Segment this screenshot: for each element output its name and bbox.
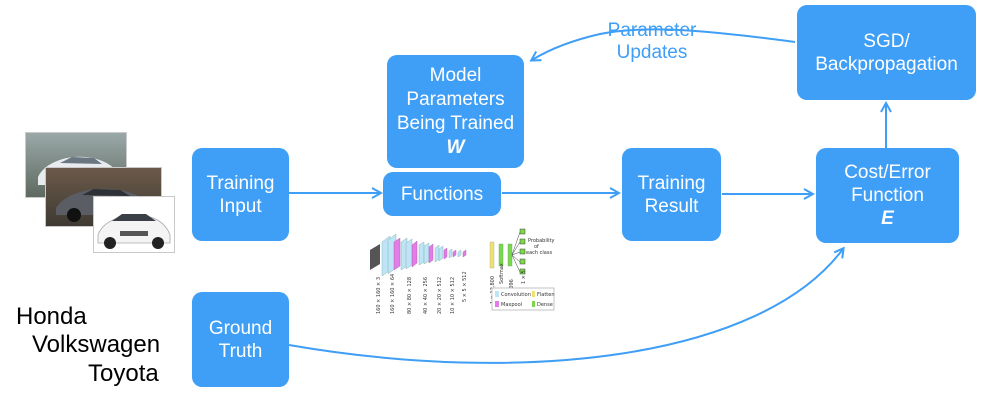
sgd-backprop-box: SGD/ Backpropagation bbox=[797, 5, 976, 100]
ground-truth-line-2: Truth bbox=[218, 340, 263, 362]
cnn-dim-label-2: 160 × 160 × 64 bbox=[390, 274, 396, 314]
cnn-input-image bbox=[370, 244, 380, 270]
cnn-output-nodes bbox=[511, 228, 526, 275]
cnn-output-label-2: of bbox=[534, 244, 539, 250]
legend-maxpool: Maxpool bbox=[501, 302, 522, 308]
training-input-box: Training Input bbox=[192, 148, 289, 241]
cnn-layer-stack bbox=[381, 233, 467, 277]
functions-box: Functions bbox=[383, 172, 501, 216]
training-result-line-2: Result bbox=[644, 195, 699, 217]
cnn-dim-label-3: 80 × 80 × 128 bbox=[407, 277, 413, 314]
training-result-line-1: Training bbox=[637, 172, 706, 194]
brand-label-honda: Honda bbox=[16, 303, 87, 330]
legend-dense: Dense bbox=[537, 302, 553, 308]
cost-error-line-2: Function bbox=[851, 185, 924, 206]
cnn-legend: Convolution Maxpool Flatten Dense bbox=[491, 287, 555, 311]
legend-convolution: Convolution bbox=[501, 292, 531, 298]
cnn-flatten-bar bbox=[489, 241, 495, 269]
cnn-dim-label-5: 20 × 20 × 512 bbox=[437, 277, 443, 314]
cnn-dim-label-6: 10 × 10 × 512 bbox=[450, 277, 456, 314]
cost-error-box: Cost/Error Function E bbox=[816, 148, 959, 243]
cnn-dim-label-4: 40 × 40 × 256 bbox=[423, 277, 429, 314]
cnn-dense-bar-1 bbox=[498, 243, 504, 267]
cnn-architecture-figure: Probability of each class Softmax 160 × … bbox=[370, 228, 555, 314]
ground-truth-line-1: Ground bbox=[208, 317, 273, 339]
cnn-dense-dim-3: 1 × 5 bbox=[521, 270, 527, 284]
cnn-softmax-label: Softmax bbox=[499, 263, 505, 284]
training-result-box: Training Result bbox=[622, 148, 721, 241]
training-input-line-1: Training bbox=[206, 172, 275, 194]
training-input-line-2: Input bbox=[219, 195, 262, 217]
brand-label-volkswagen: Volkswagen bbox=[32, 331, 161, 358]
cnn-dense-bar-2 bbox=[507, 243, 513, 267]
cost-error-variable: E bbox=[881, 208, 894, 229]
ground-truth-box: Ground Truth bbox=[192, 292, 289, 387]
cost-error-line-1: Cost/Error bbox=[844, 162, 931, 183]
cnn-dim-label-1: 160 × 160 × 3 bbox=[376, 277, 382, 314]
arrow-sgd-to-model bbox=[532, 28, 796, 60]
model-parameters-line-3: Being Trained bbox=[396, 112, 515, 134]
model-parameters-variable: W bbox=[446, 136, 465, 158]
parameter-updates-line-1: Parameter bbox=[607, 20, 697, 41]
sgd-line-2: Backpropagation bbox=[815, 53, 958, 75]
parameter-updates-line-2: Updates bbox=[616, 42, 688, 63]
model-parameters-line-1: Model bbox=[429, 64, 482, 86]
legend-flatten: Flatten bbox=[537, 292, 555, 298]
model-parameters-line-2: Parameters bbox=[406, 88, 505, 110]
parameter-updates-label: Parameter Updates bbox=[590, 20, 714, 64]
cnn-output-label-1: Probability bbox=[528, 238, 554, 244]
sgd-line-1: SGD/ bbox=[863, 30, 910, 52]
cnn-dim-label-7: 5 × 5 × 512 bbox=[462, 271, 468, 302]
car-photo-honda-sedan bbox=[93, 196, 175, 253]
arrow-truth-to-cost bbox=[288, 249, 843, 364]
cnn-output-label-3: each class bbox=[526, 250, 552, 256]
brand-label-toyota: Toyota bbox=[88, 360, 159, 387]
model-parameters-box: Model Parameters Being Trained W bbox=[387, 55, 524, 168]
functions-label: Functions bbox=[400, 183, 484, 205]
